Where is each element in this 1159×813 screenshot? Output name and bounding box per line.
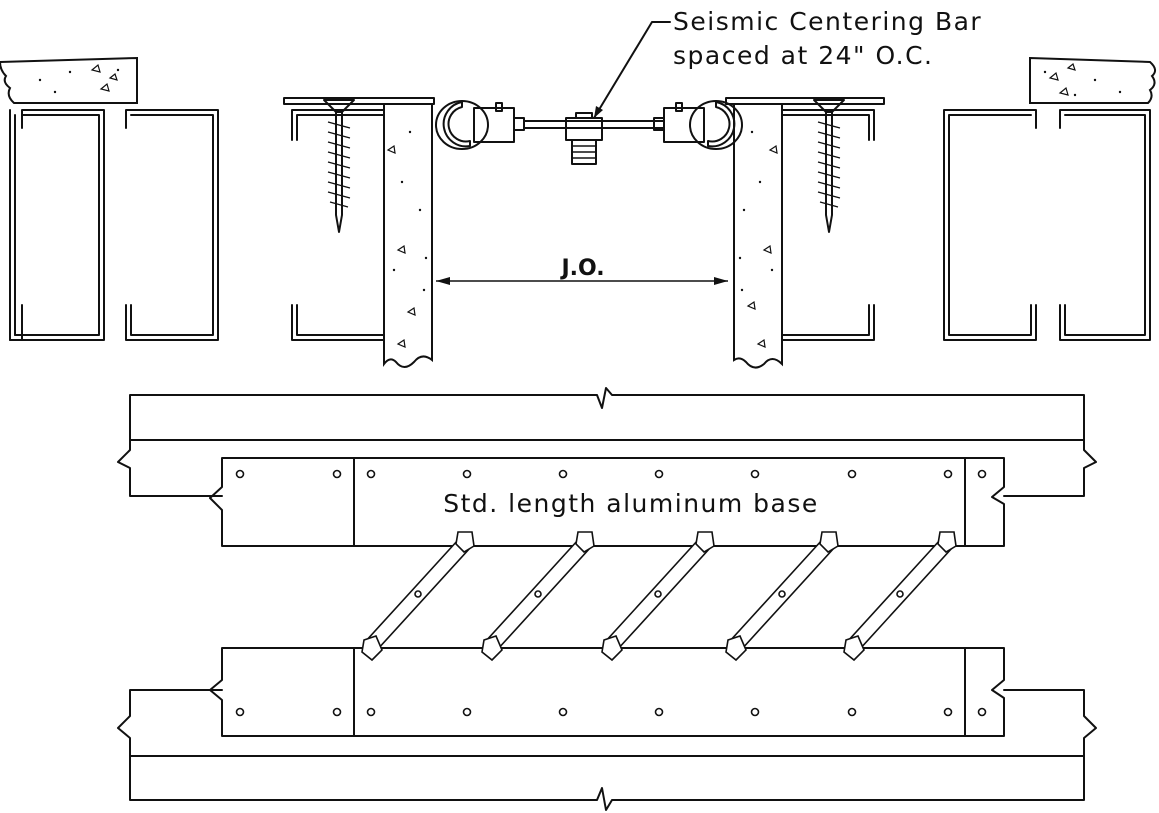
upper-beam xyxy=(117,387,1097,497)
right-inner-stud xyxy=(781,109,875,341)
strut-4 xyxy=(725,531,839,662)
lower-base-rail xyxy=(209,647,1005,737)
dimension-label: J.O. xyxy=(559,256,604,281)
base-label: Std. length aluminum base xyxy=(443,489,819,518)
seismic-centering-bar xyxy=(435,100,743,165)
right-screw xyxy=(813,99,845,233)
right-outer-stud-b xyxy=(1059,109,1151,341)
left-screw xyxy=(323,99,355,233)
right-outer-stud-a xyxy=(943,109,1037,341)
upper-base-rail xyxy=(209,457,1005,547)
strut-1 xyxy=(361,531,475,662)
lower-beam xyxy=(117,689,1097,811)
strut-2 xyxy=(481,531,595,662)
left-cover-plate xyxy=(283,97,435,105)
right-concrete-jamb xyxy=(733,103,783,369)
right-concrete-slab xyxy=(1029,56,1156,104)
strut-5 xyxy=(843,531,957,662)
left-concrete-jamb xyxy=(383,103,433,368)
left-outer-stud-b xyxy=(125,109,219,341)
callout-leader xyxy=(593,21,671,119)
callout-label-line2: spaced at 24" O.C. xyxy=(673,41,934,70)
lower-rail-holes xyxy=(235,707,987,717)
callout-label-line1: Seismic Centering Bar xyxy=(673,7,982,36)
left-concrete-slab xyxy=(0,56,138,104)
jamb-opening-dimension xyxy=(436,277,728,285)
left-outer-stud-a xyxy=(9,109,105,341)
strut-3 xyxy=(601,531,715,662)
upper-rail-holes xyxy=(235,469,987,479)
left-inner-stud xyxy=(291,109,385,341)
